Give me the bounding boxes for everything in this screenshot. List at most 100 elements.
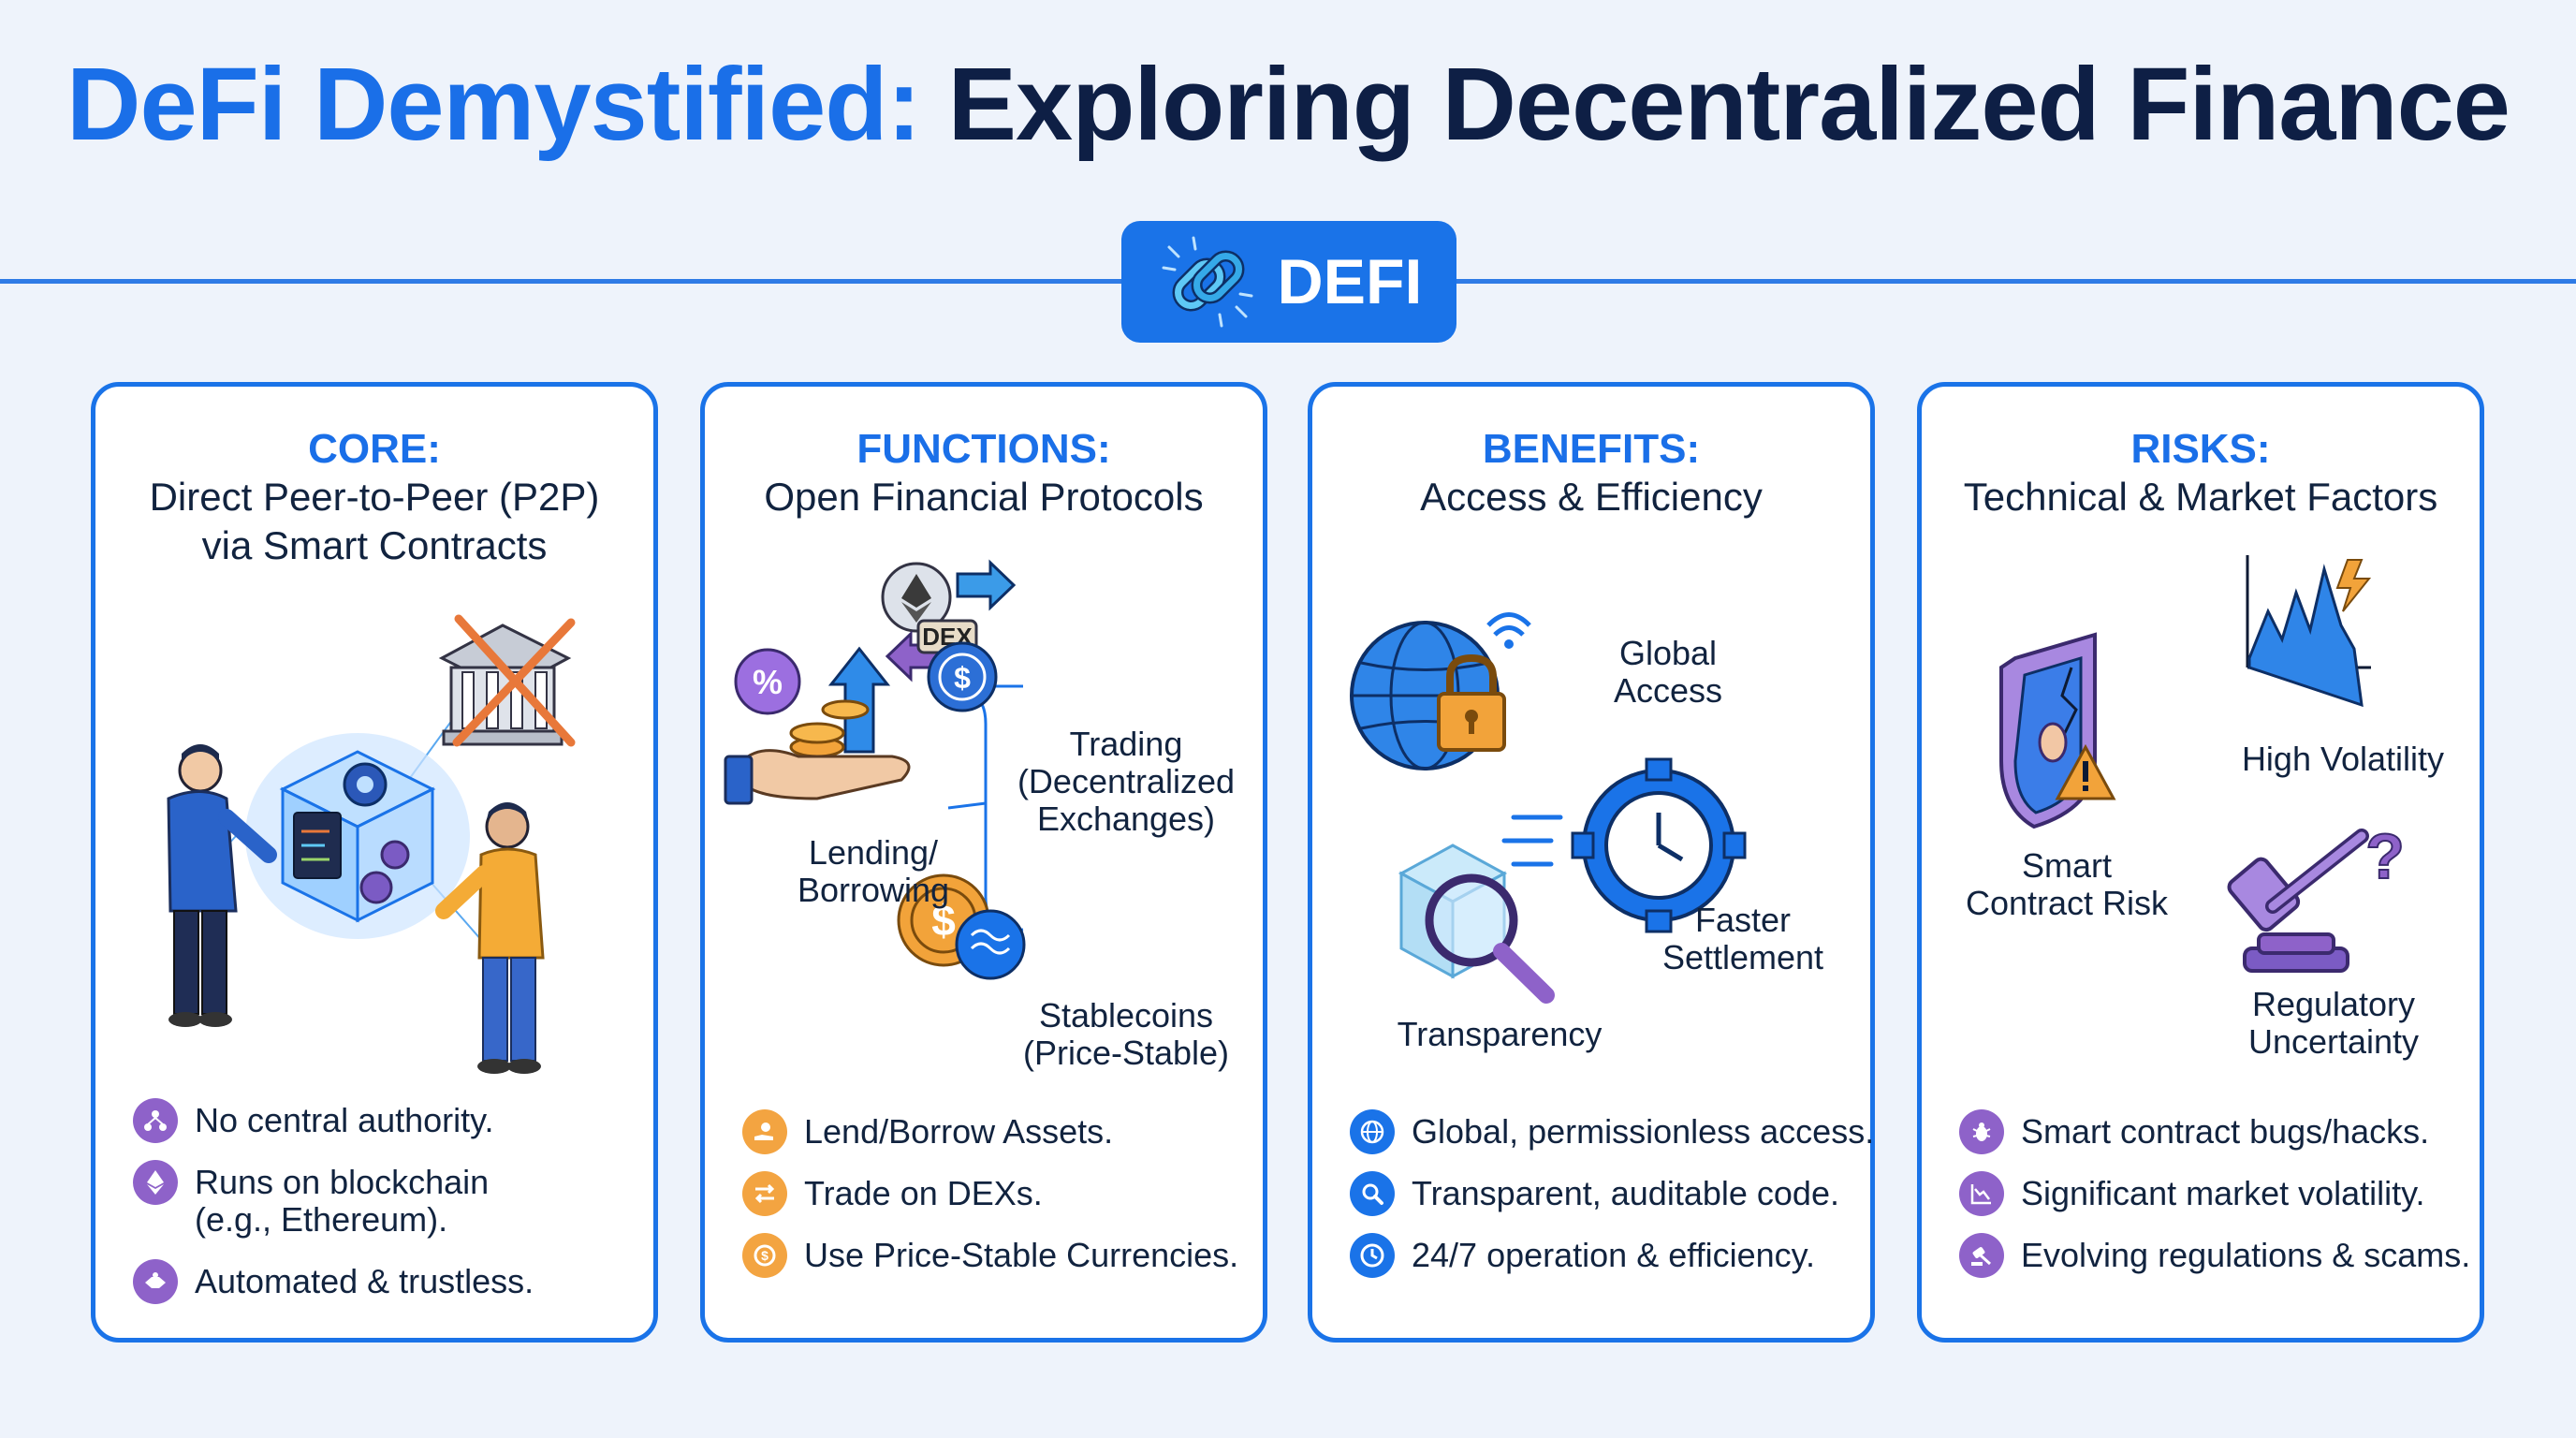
badge-label: DEFI [1277, 246, 1423, 317]
list-item: Transparent, auditable code. [1350, 1171, 1839, 1216]
svg-text:$: $ [761, 1248, 768, 1263]
label-line: Contract Risk [1965, 884, 2169, 922]
label-line: (Price-Stable) [1022, 1034, 1230, 1072]
bullet-text: 24/7 operation & efficiency. [1412, 1236, 1815, 1274]
chart-down-icon [1959, 1171, 2004, 1216]
card-subtitle: Technical & Market Factors [1940, 473, 2461, 521]
gavel-icon: ? [2227, 820, 2406, 973]
bullet-text: Evolving regulations & scams. [2021, 1236, 2471, 1274]
person-left [167, 744, 277, 1027]
chain-link-icon [1162, 236, 1253, 328]
smart-contract-cube [245, 733, 470, 939]
stablecoin-icon: $ [897, 873, 1026, 980]
functions-illustration: % DEX $ $ [724, 559, 1026, 980]
title-highlight: DeFi Demystified: [66, 47, 921, 162]
title-main: Exploring Decentralized Finance [947, 47, 2510, 162]
list-item: Evolving regulations & scams. [1959, 1233, 2470, 1278]
card-subtitle-line: Open Financial Protocols [764, 475, 1204, 519]
card-subtitle-line: via Smart Contracts [201, 523, 548, 567]
list-item: 24/7 operation & efficiency. [1350, 1233, 1815, 1278]
bank-icon [438, 614, 576, 747]
label-line: Exchanges) [1036, 800, 1216, 838]
risks-illustration: ? [1999, 555, 2406, 973]
volatility-chart-icon [2246, 555, 2372, 708]
swap-arrows-icon [742, 1171, 787, 1216]
benefits-card: BENEFITS: Access & Efficiency [1308, 382, 1875, 1343]
faster-settlement-label: Faster Settlement [1631, 902, 1855, 976]
label-line: Uncertainty [2247, 1022, 2420, 1061]
bullet-text: Use Price-Stable Currencies. [804, 1236, 1239, 1274]
globe-lock-icon [1350, 612, 1531, 770]
network-icon [133, 1098, 178, 1143]
svg-text:%: % [753, 663, 783, 701]
card-subtitle: Direct Peer-to-Peer (P2P) via Smart Cont… [114, 473, 635, 570]
lending-label: Lending/ Borrowing [761, 834, 986, 909]
bullet-text: No central authority. [195, 1101, 494, 1139]
trading-icon: DEX $ [881, 559, 1017, 712]
regulatory-label: Regulatory Uncertainty [2212, 986, 2455, 1061]
list-item: Automated & trustless. [133, 1259, 534, 1304]
ethereum-icon [133, 1160, 178, 1205]
handshake-icon [133, 1259, 178, 1304]
label-line: Access [1613, 671, 1723, 710]
card-heading: BENEFITS: [1482, 426, 1701, 472]
label-line: Borrowing [797, 871, 950, 909]
label-line: Trading [1069, 725, 1183, 763]
bullet-text: (e.g., Ethereum). [195, 1200, 448, 1239]
card-subtitle: Open Financial Protocols [724, 473, 1244, 521]
transparency-label: Transparency [1397, 1015, 1603, 1053]
bullet-text: Trade on DEXs. [804, 1174, 1043, 1212]
list-item: Smart contract bugs/hacks. [1959, 1109, 2429, 1154]
global-access-label: Global Access [1593, 635, 1743, 710]
bug-icon [1959, 1109, 2004, 1154]
label-line: Faster [1694, 901, 1792, 939]
bullet-text-block: Runs on blockchain (e.g., Ethereum). [195, 1160, 489, 1239]
label-line: Smart [2021, 846, 2112, 885]
gavel-small-icon [1959, 1233, 2004, 1278]
smart-contract-risk-label: Smart Contract Risk [1945, 847, 2188, 922]
stable-coin-icon: $ [742, 1233, 787, 1278]
bullet-text: Smart contract bugs/hacks. [2021, 1112, 2430, 1151]
list-item: Lend/Borrow Assets. [742, 1109, 1113, 1154]
label-line: Regulatory [2251, 985, 2416, 1023]
volatility-label: High Volatility [2241, 740, 2445, 778]
list-item: No central authority. [133, 1098, 493, 1143]
list-item: Trade on DEXs. [742, 1171, 1043, 1216]
label-line: Stablecoins [1038, 996, 1214, 1034]
trading-label: Trading (Decentralized Exchanges) [986, 726, 1266, 838]
p2p-illustration [167, 614, 576, 1074]
svg-text:$: $ [931, 896, 956, 945]
bullet-text: Transparent, auditable code. [1412, 1174, 1839, 1212]
card-heading: RISKS: [2130, 426, 2271, 472]
label-line: Global [1618, 634, 1718, 672]
stablecoins-label: Stablecoins (Price-Stable) [986, 997, 1266, 1072]
magnifier-icon [1350, 1171, 1395, 1216]
list-item: Global, permissionless access. [1350, 1109, 1874, 1154]
clock-icon [1350, 1233, 1395, 1278]
svg-text:$: $ [954, 661, 971, 695]
list-item: $ Use Price-Stable Currencies. [742, 1233, 1238, 1278]
card-subtitle-line: Technical & Market Factors [1963, 475, 2438, 519]
bullet-text: Significant market volatility. [2021, 1174, 2425, 1212]
bullet-text: Automated & trustless. [195, 1262, 534, 1300]
label-line: (Decentralized [1017, 762, 1236, 800]
benefits-illustration [1350, 612, 1747, 1004]
transparency-icon [1398, 844, 1555, 1004]
list-item: Significant market volatility. [1959, 1171, 2425, 1216]
card-subtitle: Access & Efficiency [1331, 473, 1852, 521]
globe-icon [1350, 1109, 1395, 1154]
card-subtitle-line: Direct Peer-to-Peer (P2P) [149, 475, 600, 519]
card-heading: FUNCTIONS: [856, 426, 1111, 472]
card-heading: CORE: [308, 426, 441, 472]
defi-badge: DEFI [1121, 221, 1456, 343]
core-card: CORE: Direct Peer-to-Peer (P2P) via Smar… [91, 382, 658, 1343]
lending-icon: % [724, 646, 911, 805]
bullet-text: Global, permissionless access. [1412, 1112, 1875, 1151]
svg-text:?: ? [2365, 821, 2405, 892]
person-right [435, 802, 545, 1074]
card-subtitle-line: Access & Efficiency [1420, 475, 1763, 519]
functions-card: FUNCTIONS: Open Financial Protocols % D [700, 382, 1267, 1343]
hand-coin-icon [742, 1109, 787, 1154]
gear-clock-icon [1501, 757, 1747, 933]
list-item: Runs on blockchain (e.g., Ethereum). [133, 1160, 489, 1239]
